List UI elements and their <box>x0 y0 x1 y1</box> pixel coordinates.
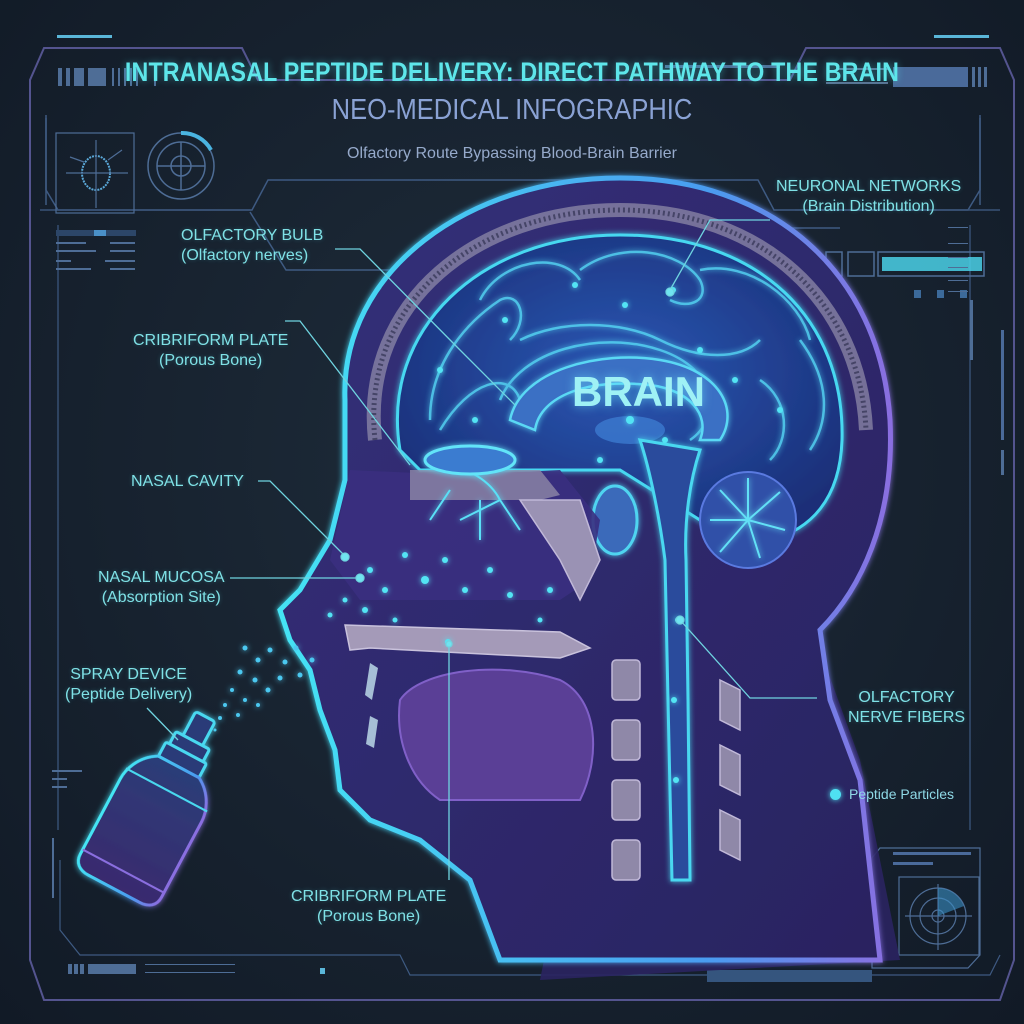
cerebellum <box>699 471 797 569</box>
label-spray-device-title: SPRAY DEVICE <box>70 666 187 683</box>
spray-bottle <box>76 710 216 907</box>
data-bars-left <box>56 230 136 270</box>
label-olfactory-nerve-fibers-detail: NERVE FIBERS <box>848 709 966 726</box>
label-nasal-mucosa-title: NASAL MUCOSA <box>98 569 225 586</box>
label-olfactory-bulb-detail: (Olfactory nerves) <box>181 247 309 264</box>
radar-widget-top <box>147 130 215 200</box>
label-olfactory-nerve-fibers: OLFACTORY NERVE FIBERS <box>848 688 965 728</box>
peptide-particles <box>327 282 783 783</box>
label-cribriform-plate-lower: CRIBRIFORM PLATE (Porous Bone) <box>291 887 446 927</box>
label-cribriform-plate-upper: CRIBRIFORM PLATE (Porous Bone) <box>133 331 288 371</box>
label-nasal-mucosa-detail: (Absorption Site) <box>101 589 221 606</box>
label-nasal-cavity-title: NASAL CAVITY <box>131 473 244 490</box>
label-spray-device: SPRAY DEVICE (Peptide Delivery) <box>65 665 192 705</box>
label-olfactory-nerve-fibers-title: OLFACTORY <box>858 689 955 706</box>
label-neuronal-networks-title: NEURONAL NETWORKS <box>776 178 962 195</box>
top-decor <box>57 35 989 87</box>
page-title: INTRANASAL PEPTIDE DELIVERY: DIRECT PATH… <box>124 57 900 87</box>
legend: Peptide Particles <box>830 786 954 802</box>
vertebrae <box>611 659 741 881</box>
label-cribriform-plate-lower-detail: (Porous Bone) <box>317 908 421 925</box>
label-cribriform-plate-lower-title: CRIBRIFORM PLATE <box>291 888 447 905</box>
bottom-left-decor <box>52 770 325 974</box>
label-nasal-cavity: NASAL CAVITY <box>131 472 244 492</box>
head-illustration <box>277 175 900 980</box>
legend-label: Peptide Particles <box>849 786 955 802</box>
brain-label: BRAIN <box>572 368 705 415</box>
page-subtitle: NEO-MEDICAL INFOGRAPHIC <box>331 94 693 126</box>
glowing-dot-icon <box>830 788 841 800</box>
label-olfactory-bulb-title: OLFACTORY BULB <box>181 227 324 244</box>
label-spray-device-detail: (Peptide Delivery) <box>65 686 193 703</box>
label-neuronal-networks: NEURONAL NETWORKS (Brain Distribution) <box>776 177 961 217</box>
label-neuronal-networks-detail: (Brain Distribution) <box>802 198 935 215</box>
label-nasal-mucosa: NASAL MUCOSA (Absorption Site) <box>98 568 225 608</box>
label-olfactory-bulb: OLFACTORY BULB (Olfactory nerves) <box>181 226 323 266</box>
right-decor <box>948 227 1004 475</box>
bottom-right-decor <box>707 970 872 982</box>
leader-lines <box>146 219 817 880</box>
brain-scan-widget <box>55 132 135 214</box>
label-cribriform-plate-upper-title: CRIBRIFORM PLATE <box>133 332 289 349</box>
page-tagline: Olfactory Route Bypassing Blood-Brain Ba… <box>347 145 677 162</box>
label-cribriform-plate-upper-detail: (Porous Bone) <box>159 352 263 369</box>
